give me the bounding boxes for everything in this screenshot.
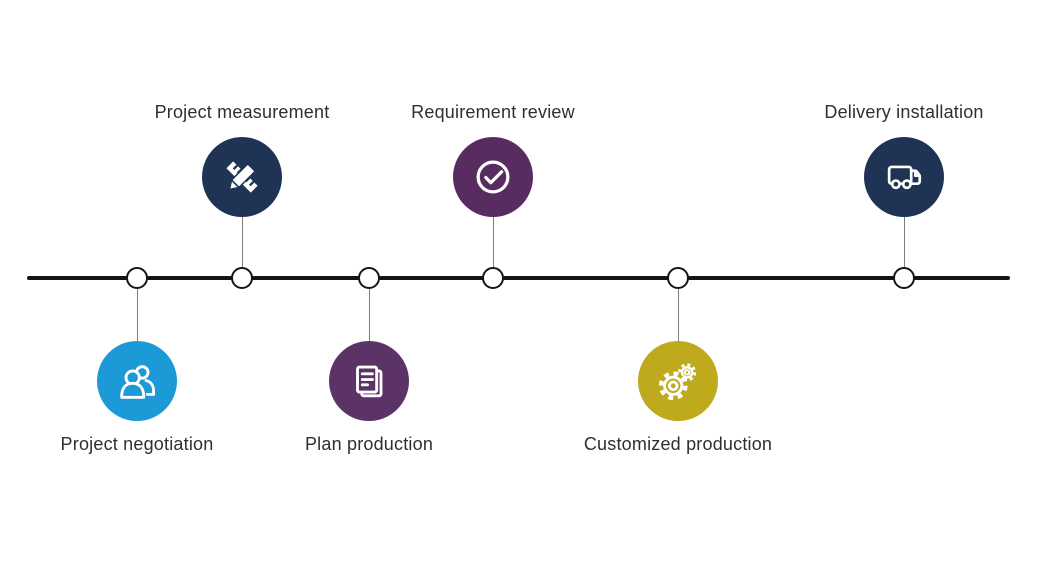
timeline-axis [27,276,1010,280]
document-icon [346,358,392,404]
check-circle-icon [470,154,516,200]
step-label: Project negotiation [60,434,214,454]
timeline-node [892,266,915,289]
timeline-node [357,266,380,289]
step-icon-circle [202,137,282,217]
connector-line [677,278,679,381]
step-label: Project measurement [154,102,330,122]
truck-icon [881,154,927,200]
timeline-node [230,266,253,289]
pencil-ruler-icon [219,154,265,200]
users-icon [114,358,160,404]
step-icon-circle [638,341,718,421]
timeline-node [125,266,148,289]
step-icon-circle [329,341,409,421]
gears-icon [655,358,701,404]
step-label: Customized production [583,434,773,454]
connector-line [136,278,138,381]
connector-line [903,177,905,278]
connector-line [368,278,370,381]
step-icon-circle [864,137,944,217]
step-label: Delivery installation [824,102,984,122]
step-label: Requirement review [411,102,575,122]
step-label: Plan production [304,434,434,454]
timeline-node [666,266,689,289]
step-icon-circle [453,137,533,217]
step-icon-circle [97,341,177,421]
connector-line [492,177,494,278]
timeline-node [481,266,504,289]
connector-line [241,177,243,278]
